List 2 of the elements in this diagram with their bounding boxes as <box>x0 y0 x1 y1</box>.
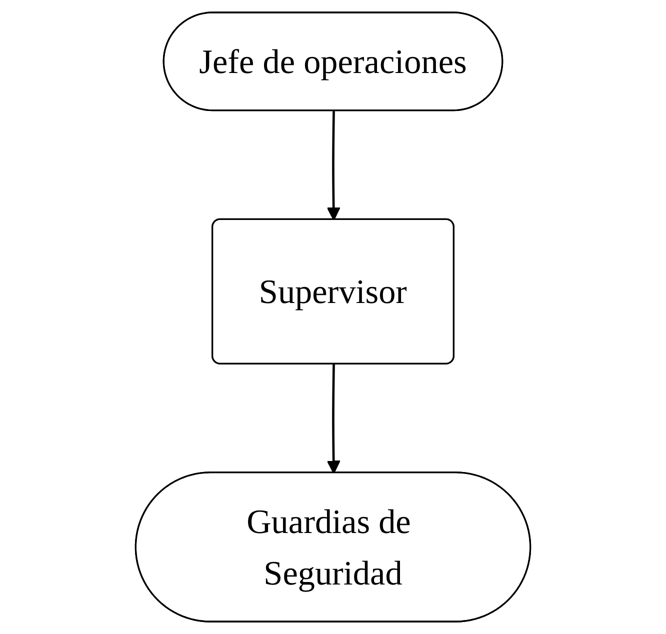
arrow <box>326 364 340 474</box>
arrow <box>326 111 340 220</box>
